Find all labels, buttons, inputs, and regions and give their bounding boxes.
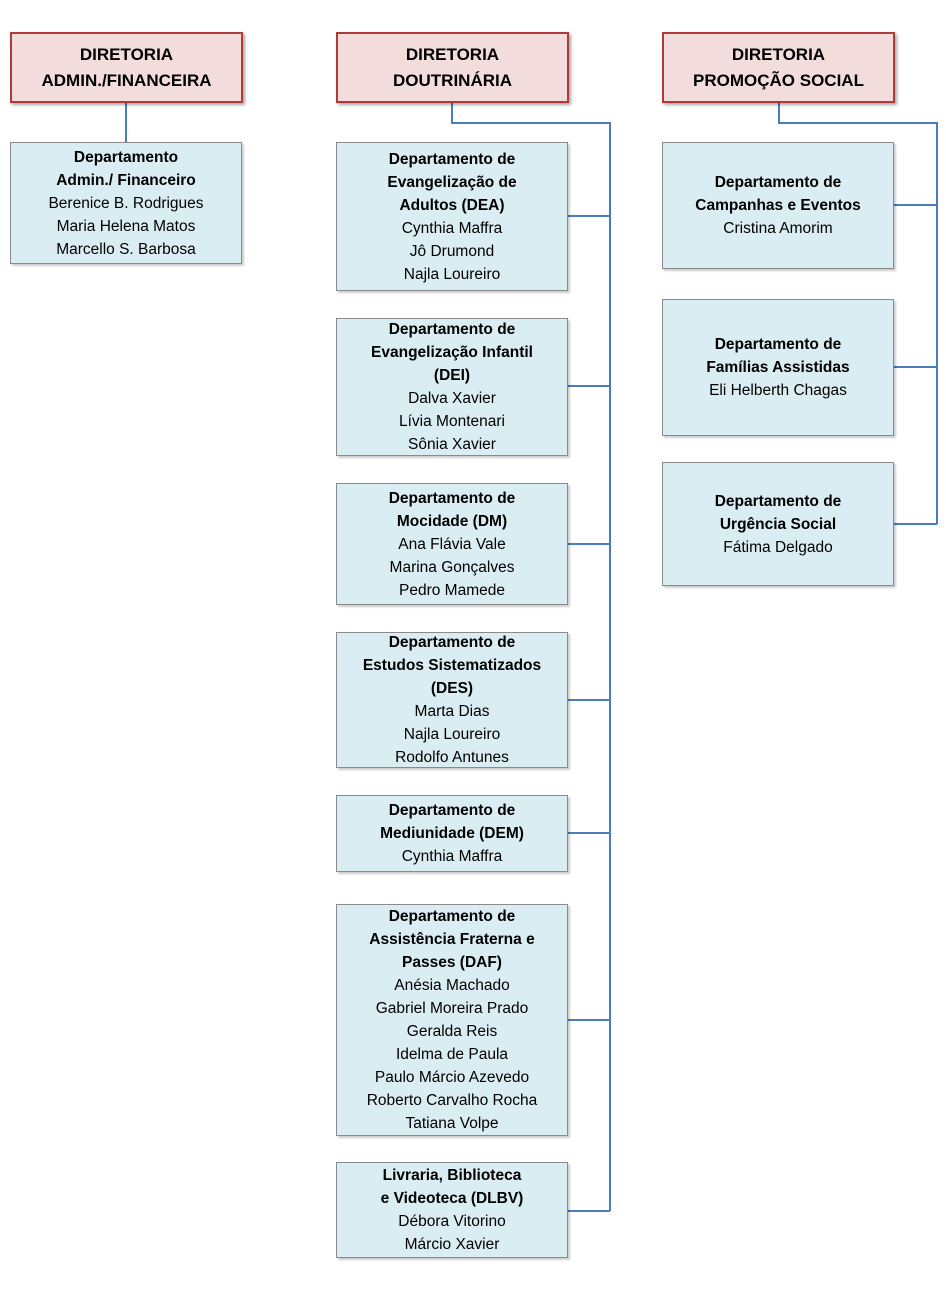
dept-dea: Departamento de Evangelização de Adultos… (336, 142, 568, 291)
dept-member: Eli Helberth Chagas (709, 382, 847, 399)
dept-title-line: Assistência Fraterna e (369, 931, 535, 948)
dept-title-line: Passes (DAF) (402, 954, 502, 971)
dept-title-line: Departamento de (714, 336, 842, 353)
dept-member: Tatiana Volpe (405, 1115, 499, 1132)
dept-member: Dalva Xavier (408, 390, 496, 407)
dept-daf: Departamento de Assistência Fraterna e P… (336, 904, 568, 1136)
dept-title-line: Campanhas e Eventos (695, 197, 861, 214)
dept-member: Ana Flávia Vale (398, 535, 506, 553)
dept-title-line: Urgência Social (719, 515, 837, 533)
dept-title-line: Admin./ Financeiro (56, 171, 196, 189)
dept-member: Paulo Márcio Azevedo (374, 1069, 530, 1086)
dept-member: Roberto Carvalho Rocha (366, 1092, 538, 1109)
dept-title-line: Livraria, Biblioteca (382, 1167, 522, 1184)
dept-title-line: Mediunidade (DEM) (380, 825, 524, 842)
dept-member: Marcello S. Barbosa (56, 240, 196, 258)
dept-title-line: Departamento de (388, 321, 516, 338)
dept-member: Rodolfo Antunes (395, 749, 509, 766)
dept-member: Idelma de Paula (395, 1046, 509, 1063)
dept-title-line: Departamento de (388, 150, 516, 168)
director-admin-financeira: DIRETORIA ADMIN./FINANCEIRA (10, 32, 243, 103)
dept-member: Cristina Amorim (723, 220, 833, 237)
dept-title-line: Departamento de (388, 489, 516, 507)
dept-member: Gabriel Moreira Prado (375, 1000, 529, 1017)
dept-title-line: Evangelização Infantil (371, 344, 533, 361)
dept-familias-assistidas: Departamento de Famílias Assistidas Eli … (662, 299, 894, 436)
dept-admin-financeiro: Departamento Admin./ Financeiro Berenice… (10, 142, 242, 264)
dept-title-line: Departamento de (714, 174, 842, 191)
dept-member: Najla Loureiro (403, 265, 501, 283)
dept-member: Marina Gonçalves (389, 558, 515, 576)
dept-dm: Departamento de Mocidade (DM) Ana Flávia… (336, 483, 568, 605)
director-line2: ADMIN./FINANCEIRA (41, 70, 212, 90)
dept-member: Cynthia Maffra (401, 219, 503, 237)
dept-title-line: Departamento de (388, 634, 516, 651)
dept-title-line: Mocidade (DM) (396, 512, 508, 530)
dept-member: Pedro Mamede (399, 581, 505, 599)
dept-member: Marta Dias (414, 703, 490, 720)
dept-title-line: (DEI) (433, 367, 471, 384)
dept-member: Cynthia Maffra (401, 848, 503, 865)
dept-campanhas-eventos: Departamento de Campanhas e Eventos Cris… (662, 142, 894, 269)
dept-member: Anésia Machado (394, 977, 510, 994)
dept-member: Najla Loureiro (403, 726, 501, 743)
director-promocao-social: DIRETORIA PROMOÇÃO SOCIAL (662, 32, 895, 103)
director-line2: PROMOÇÃO SOCIAL (693, 70, 864, 90)
dept-member: Débora Vitorino (398, 1213, 506, 1230)
dept-title-line: Estudos Sistematizados (362, 657, 542, 674)
dept-dei: Departamento de Evangelização Infantil (… (336, 318, 568, 456)
dept-member: Lívia Montenari (399, 413, 505, 430)
dept-title-line: e Videoteca (DLBV) (380, 1190, 524, 1207)
dept-dem: Departamento de Mediunidade (DEM) Cynthi… (336, 795, 568, 872)
dept-member: Maria Helena Matos (56, 217, 196, 235)
dept-member: Sônia Xavier (408, 436, 496, 453)
dept-title-line: Departamento de (388, 908, 516, 925)
dept-member: Berenice B. Rodrigues (48, 194, 204, 212)
director-line1: DIRETORIA (731, 44, 826, 64)
director-line1: DIRETORIA (405, 44, 500, 64)
dept-dlbv: Livraria, Biblioteca e Videoteca (DLBV) … (336, 1162, 568, 1258)
dept-urgencia-social: Departamento de Urgência Social Fátima D… (662, 462, 894, 586)
dept-title-line: Famílias Assistidas (706, 359, 850, 376)
dept-des: Departamento de Estudos Sistematizados (… (336, 632, 568, 768)
dept-title-line: Departamento (73, 148, 179, 166)
dept-member: Fátima Delgado (723, 538, 833, 556)
director-line1: DIRETORIA (79, 44, 174, 64)
dept-member: Geralda Reis (406, 1023, 498, 1040)
dept-title-line: Departamento de (388, 802, 516, 819)
dept-member: Márcio Xavier (404, 1236, 500, 1253)
director-doutrinaria: DIRETORIA DOUTRINÁRIA (336, 32, 569, 103)
director-line2: DOUTRINÁRIA (393, 70, 512, 90)
dept-title-line: Adultos (DEA) (399, 196, 505, 214)
dept-title-line: Departamento de (714, 492, 842, 510)
dept-title-line: (DES) (430, 680, 474, 697)
dept-member: Jô Drumond (409, 242, 495, 260)
dept-title-line: Evangelização de (387, 173, 517, 191)
